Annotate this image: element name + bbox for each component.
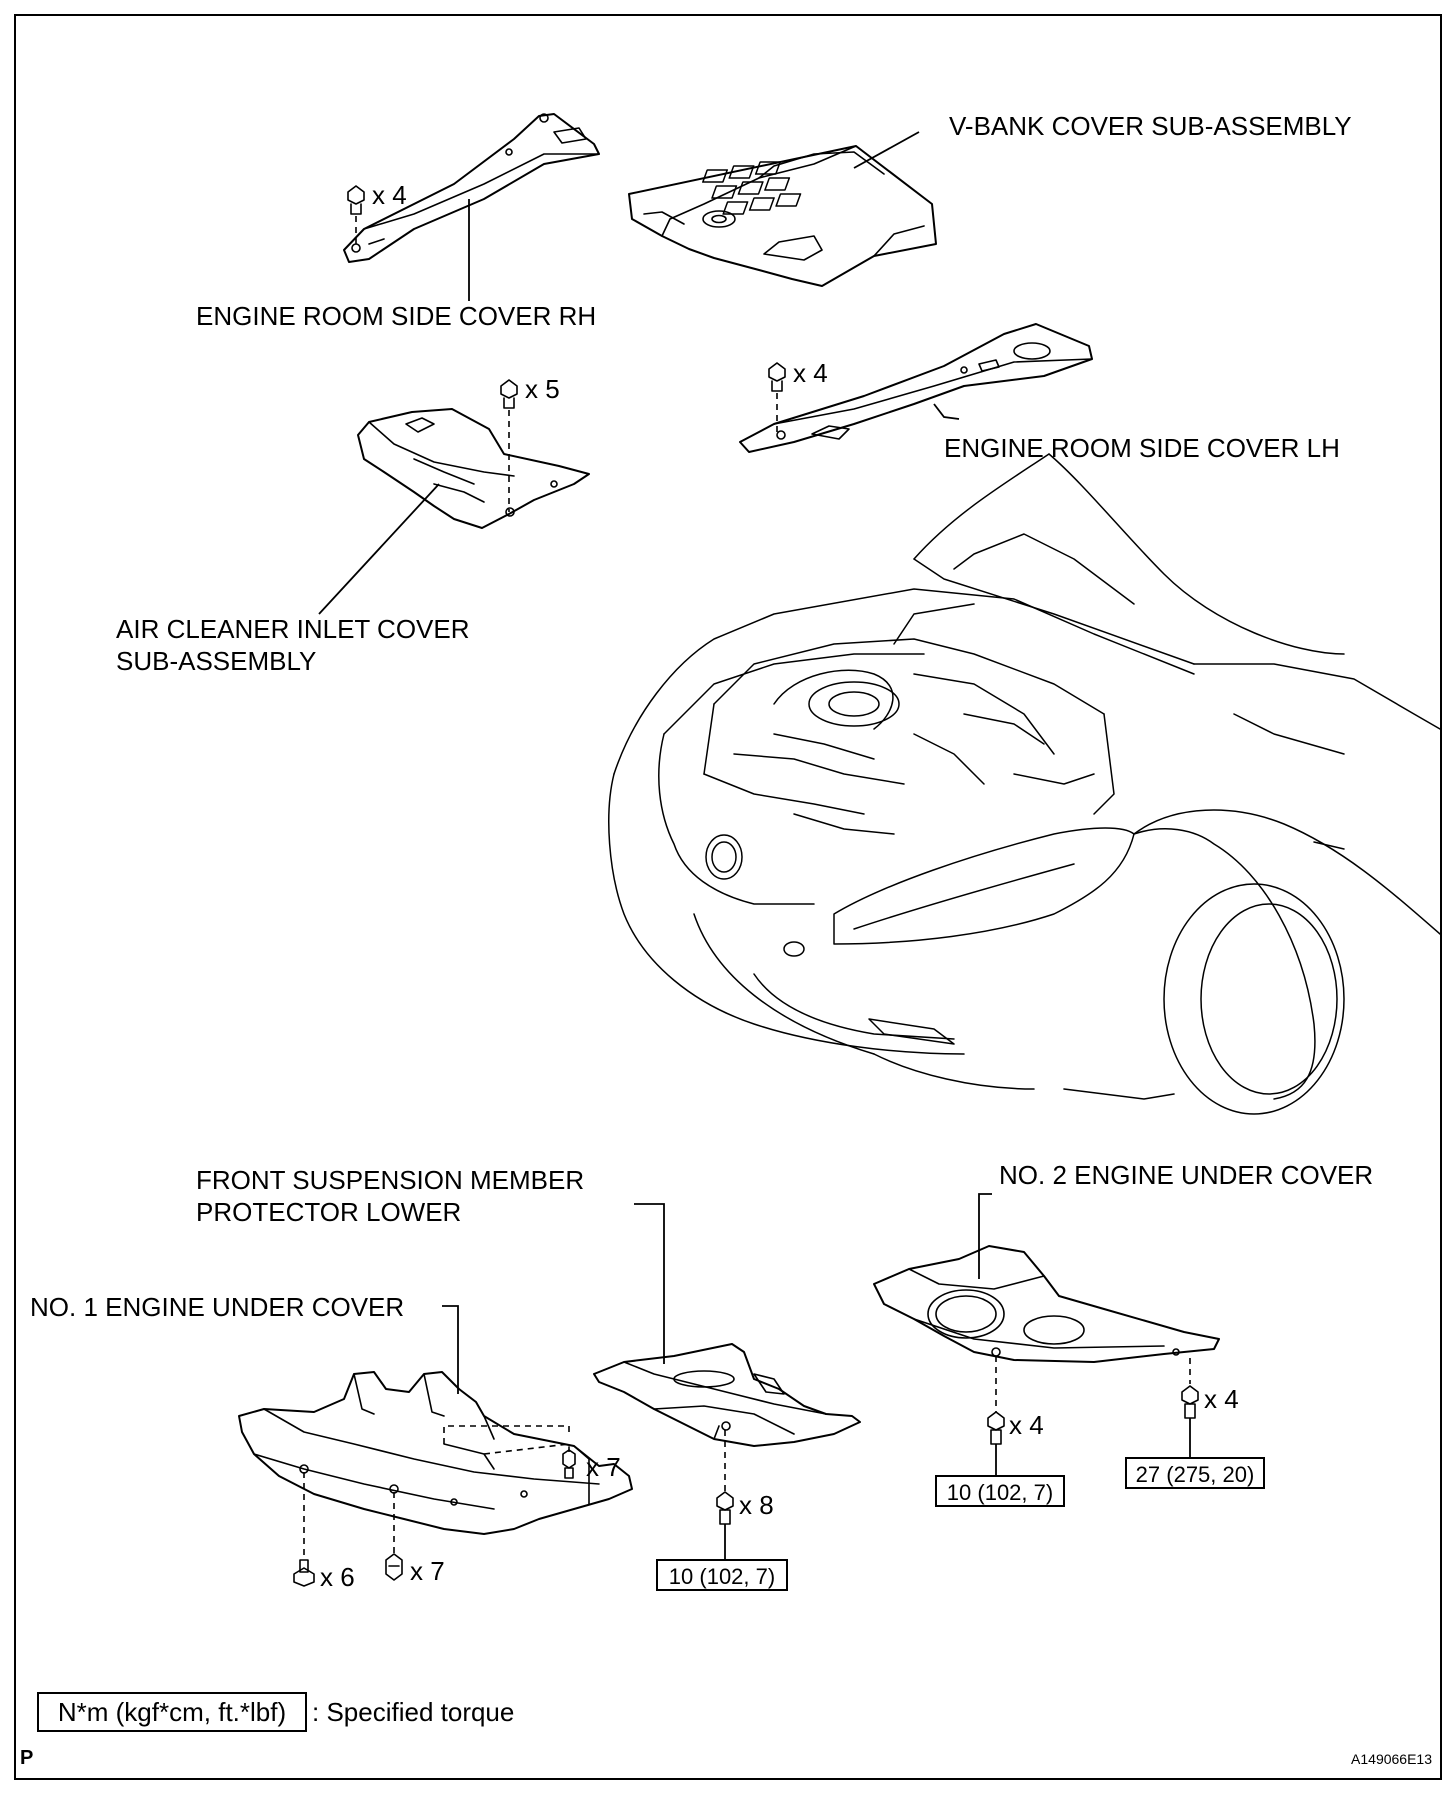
legend-text: : Specified torque [312, 1697, 514, 1727]
uc1-leader [442, 1305, 459, 1394]
fs-bolt-count: x 8 [739, 1490, 774, 1520]
uc1-bolt-a-count: x 7 [586, 1452, 621, 1482]
footer-p: P [20, 1747, 33, 1769]
air-clip-icon [500, 379, 518, 409]
engine-under-cover-1-label: NO. 1 ENGINE UNDER COVER [30, 1292, 404, 1322]
v-bank-cover-label: V-BANK COVER SUB-ASSEMBLY [949, 111, 1352, 141]
air-clip-count: x 5 [525, 374, 560, 404]
fs-torque-value: 10 (102, 7) [669, 1564, 775, 1589]
front-suspension-protector-drawing [593, 1343, 861, 1447]
air-cleaner-label-1: AIR CLEANER INLET COVER [116, 614, 470, 644]
uc1-bolt-c-icon [385, 1553, 403, 1581]
engine-under-cover-1-drawing [238, 1371, 633, 1535]
uc2-torque-b-value: 27 (275, 20) [1136, 1462, 1255, 1487]
footer-figure-id: A149066E13 [1351, 1751, 1432, 1767]
fs-leader [634, 1203, 665, 1364]
uc1-bolt-b-count: x 6 [320, 1562, 355, 1592]
uc2-bolt-b-count: x 4 [1204, 1384, 1239, 1414]
uc1-bolt-a-dash-1 [443, 1425, 570, 1444]
air-cleaner-cover-drawing [357, 408, 590, 529]
legend-torque-box [37, 1692, 307, 1732]
rh-clip-icon [347, 185, 365, 215]
uc1-bolt-b-icon [293, 1559, 315, 1587]
rh-clip-count: x 4 [372, 180, 407, 210]
uc2-bolt-a-count: x 4 [1009, 1410, 1044, 1440]
uc2-leader [978, 1193, 992, 1279]
engine-under-cover-2-drawing [873, 1245, 1220, 1363]
side-cover-rh-drawing [343, 113, 600, 263]
lh-leader [933, 403, 960, 420]
lh-clip-icon [768, 362, 786, 392]
uc2-bolt-b-icon [1181, 1385, 1199, 1419]
uc1-bolt-c-count: x 7 [410, 1556, 445, 1586]
uc2-torque-b-box [1125, 1457, 1265, 1489]
uc1-bolt-a-icon [562, 1449, 576, 1479]
side-cover-rh-label: ENGINE ROOM SIDE COVER RH [196, 301, 596, 331]
fs-torque-box [656, 1559, 788, 1591]
side-cover-lh-label: ENGINE ROOM SIDE COVER LH [944, 433, 1340, 463]
side-cover-lh-drawing [739, 323, 1093, 453]
front-susp-label-2: PROTECTOR LOWER [196, 1197, 461, 1227]
v-bank-leader [853, 131, 920, 169]
front-susp-label-1: FRONT SUSPENSION MEMBER [196, 1165, 584, 1195]
diagram-frame: V-BANK COVER SUB-ASSEMBLY x 4 ENGINE ROO… [14, 14, 1442, 1780]
air-cleaner-label-2: SUB-ASSEMBLY [116, 646, 316, 676]
uc2-bolt-a-icon [987, 1411, 1005, 1445]
engine-under-cover-2-label: NO. 2 ENGINE UNDER COVER [999, 1160, 1373, 1190]
fs-bolt-icon [716, 1491, 734, 1525]
air-leader [318, 483, 440, 615]
lh-clip-count: x 4 [793, 358, 828, 388]
v-bank-cover-drawing [628, 145, 937, 287]
car-front-drawing [608, 453, 1441, 1115]
diagram-border [14, 14, 1442, 1780]
uc2-torque-a-value: 10 (102, 7) [947, 1480, 1053, 1505]
legend-box-text: N*m (kgf*cm, ft.*lbf) [58, 1697, 286, 1727]
parts-diagram: V-BANK COVER SUB-ASSEMBLY x 4 ENGINE ROO… [14, 14, 1442, 1780]
uc2-torque-a-box [935, 1475, 1065, 1507]
